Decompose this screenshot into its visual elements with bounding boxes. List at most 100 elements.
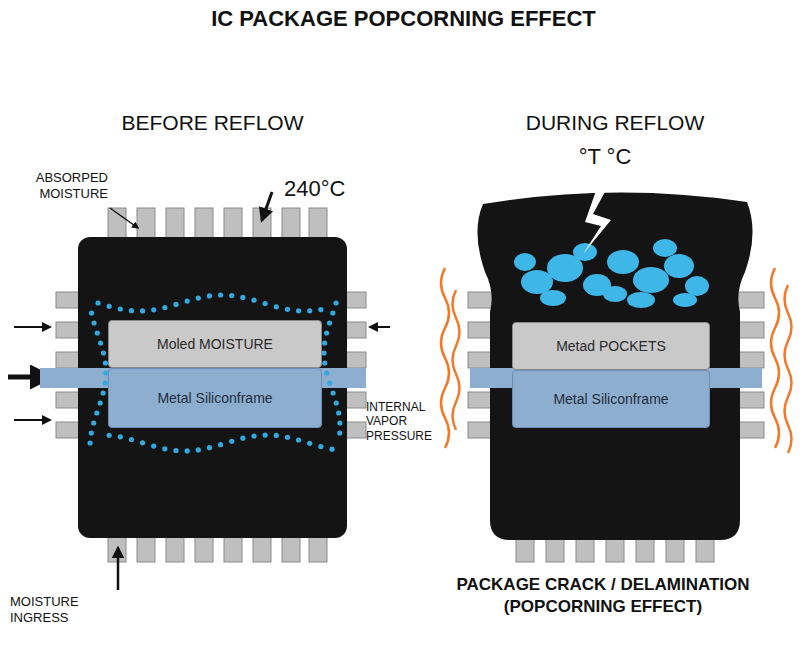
moisture-dot bbox=[337, 430, 342, 435]
moisture-dot bbox=[322, 340, 327, 345]
moisture-dot bbox=[333, 300, 338, 305]
vapor-bubble bbox=[673, 293, 697, 307]
moisture-dot bbox=[162, 305, 167, 310]
moisture-dot bbox=[324, 330, 329, 335]
moisture-dot bbox=[89, 310, 94, 315]
box-label: Metad POCKETS bbox=[556, 338, 666, 355]
moisture-dot bbox=[218, 442, 223, 447]
moisture-dot bbox=[318, 307, 323, 312]
leadframe-box: Metal Siliconframe bbox=[512, 370, 710, 428]
moisture-dot bbox=[274, 304, 279, 309]
moisture-dot bbox=[95, 330, 100, 335]
moisture-dot bbox=[151, 307, 156, 312]
moisture-dot bbox=[196, 447, 201, 452]
moisture-dot bbox=[87, 440, 92, 445]
moisture-dot bbox=[129, 437, 134, 442]
callout-label: ABSORPED MOISTURE bbox=[8, 170, 108, 201]
moisture-dot bbox=[118, 306, 123, 311]
moisture-dot bbox=[327, 380, 332, 385]
moisture-dot bbox=[185, 298, 190, 303]
vapor-bubble bbox=[607, 250, 639, 274]
moisture-dot bbox=[129, 308, 134, 313]
moisture-dot bbox=[263, 301, 268, 306]
moisture-dot bbox=[185, 448, 190, 453]
package-pin bbox=[736, 322, 764, 338]
box-label: Moled MOISTURE bbox=[157, 336, 273, 353]
moisture-dot bbox=[327, 320, 332, 325]
vapor-bubble bbox=[514, 253, 536, 271]
moisture-dot bbox=[229, 439, 234, 444]
moisture-dot bbox=[98, 400, 103, 405]
moisture-dot bbox=[329, 447, 334, 452]
moisture-dot bbox=[274, 433, 279, 438]
box-label: Metal Siliconframe bbox=[157, 390, 272, 407]
vapor-bubble bbox=[603, 286, 627, 302]
die-box: Metad POCKETS bbox=[512, 322, 710, 370]
moisture-dot bbox=[296, 437, 301, 442]
die-box: Moled MOISTURE bbox=[108, 320, 322, 368]
moisture-dot bbox=[218, 292, 223, 297]
package-pin bbox=[736, 292, 764, 308]
moisture-dot bbox=[240, 436, 245, 441]
moisture-dot bbox=[98, 340, 103, 345]
moisture-dot bbox=[91, 420, 96, 425]
moisture-dot bbox=[251, 433, 256, 438]
box-label: Metal Siliconframe bbox=[553, 391, 668, 408]
moisture-dot bbox=[330, 310, 335, 315]
moisture-dot bbox=[101, 390, 106, 395]
vapor-bubble bbox=[633, 267, 669, 293]
moisture-dot bbox=[229, 293, 234, 298]
temperature-label: °T °C bbox=[545, 144, 665, 170]
panel-heading: DURING REFLOW bbox=[445, 111, 785, 135]
moisture-dot bbox=[118, 434, 123, 439]
package-pin bbox=[736, 422, 764, 438]
vapor-bubble bbox=[573, 243, 597, 261]
moisture-dot bbox=[307, 441, 312, 446]
package-pin bbox=[736, 352, 764, 368]
moisture-dot bbox=[285, 435, 290, 440]
leadframe-box: Metal Siliconframe bbox=[108, 368, 322, 428]
moisture-dot bbox=[89, 430, 94, 435]
ic-package: DURING REFLOWMetad POCKETSMetal Siliconf… bbox=[465, 190, 765, 540]
moisture-dot bbox=[296, 308, 301, 313]
moisture-dot bbox=[330, 390, 335, 395]
moisture-dot bbox=[307, 308, 312, 313]
package-pin bbox=[736, 392, 764, 408]
callout-label: INTERNAL VAPOR PRESSURE bbox=[366, 400, 430, 443]
moisture-dot bbox=[336, 410, 341, 415]
moisture-dot bbox=[95, 300, 100, 305]
moisture-dot bbox=[263, 432, 268, 437]
moisture-dot bbox=[101, 350, 106, 355]
ic-package: BEFORE REFLOWMoled MOISTUREMetal Silicon… bbox=[78, 237, 347, 538]
ingress-arrows bbox=[8, 192, 390, 590]
moisture-dot bbox=[107, 304, 112, 309]
moisture-dot bbox=[251, 298, 256, 303]
moisture-dot bbox=[334, 400, 339, 405]
vapor-bubble bbox=[540, 290, 566, 306]
vapor-bubble bbox=[685, 276, 709, 296]
vapor-bubble bbox=[653, 239, 677, 257]
moisture-dot bbox=[173, 448, 178, 453]
moisture-dot bbox=[207, 293, 212, 298]
diagram-caption: PACKAGE CRACK / DELAMINATION (POPCORNING… bbox=[428, 574, 778, 618]
moisture-dot bbox=[94, 410, 99, 415]
moisture-dot bbox=[337, 420, 342, 425]
moisture-dot bbox=[151, 443, 156, 448]
swollen-package-body bbox=[477, 192, 752, 540]
moisture-dot bbox=[196, 295, 201, 300]
panel-heading: BEFORE REFLOW bbox=[58, 111, 367, 135]
moisture-dot bbox=[321, 350, 326, 355]
moisture-dot bbox=[318, 444, 323, 449]
moisture-dot bbox=[162, 446, 167, 451]
moisture-dot bbox=[240, 295, 245, 300]
moisture-dot bbox=[322, 360, 327, 365]
moisture-dot bbox=[207, 445, 212, 450]
moisture-dot bbox=[91, 320, 96, 325]
temperature-label: 240°C bbox=[284, 176, 364, 202]
moisture-dot bbox=[140, 440, 145, 445]
vapor-bubble bbox=[521, 270, 553, 294]
package-crack bbox=[583, 188, 611, 254]
vapor-bubble bbox=[664, 254, 694, 278]
moisture-dot bbox=[140, 308, 145, 313]
